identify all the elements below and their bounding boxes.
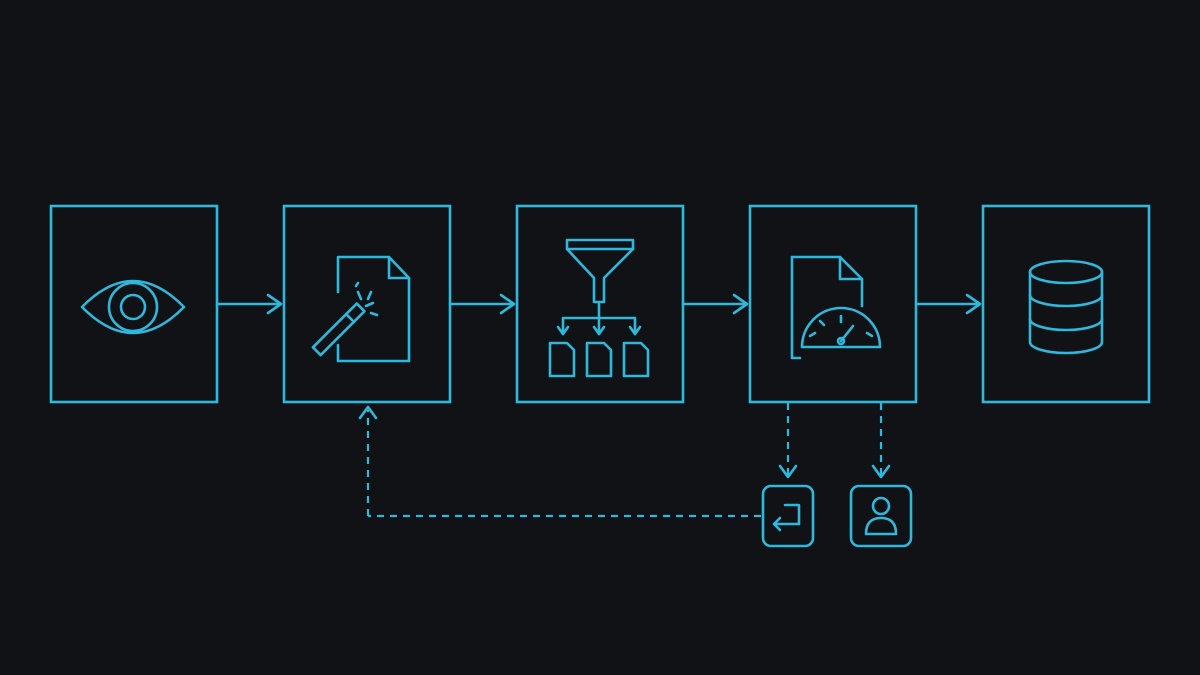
stage-observe <box>49 204 219 404</box>
retry-node <box>761 484 815 548</box>
eye-icon <box>80 279 186 335</box>
stage-evaluate-box <box>748 204 918 404</box>
funnel-split-documents-icon <box>548 238 650 378</box>
connector-4-5 <box>914 293 982 315</box>
stage-observe-box <box>49 204 219 404</box>
stage-store-box <box>981 204 1151 404</box>
connector-1-2 <box>215 293 283 315</box>
document-gauge-icon <box>790 255 882 360</box>
human-review-node <box>849 484 913 548</box>
connector-2-3 <box>448 293 516 315</box>
magic-wand-document-icon <box>311 255 411 363</box>
dashed-to-human-review <box>871 403 891 479</box>
stage-evaluate <box>748 204 918 404</box>
stage-generate <box>282 204 452 404</box>
user-icon <box>864 496 898 536</box>
stage-store <box>981 204 1151 404</box>
dashed-to-retry <box>778 403 798 479</box>
human-review-node-box <box>849 484 913 548</box>
database-icon <box>1028 259 1104 355</box>
stage-generate-box <box>282 204 452 404</box>
retry-node-box <box>761 484 815 548</box>
stage-filter <box>515 204 685 404</box>
return-arrow-icon <box>772 503 801 532</box>
connector-3-4 <box>681 293 749 315</box>
dashed-feedback-loop <box>358 405 761 518</box>
